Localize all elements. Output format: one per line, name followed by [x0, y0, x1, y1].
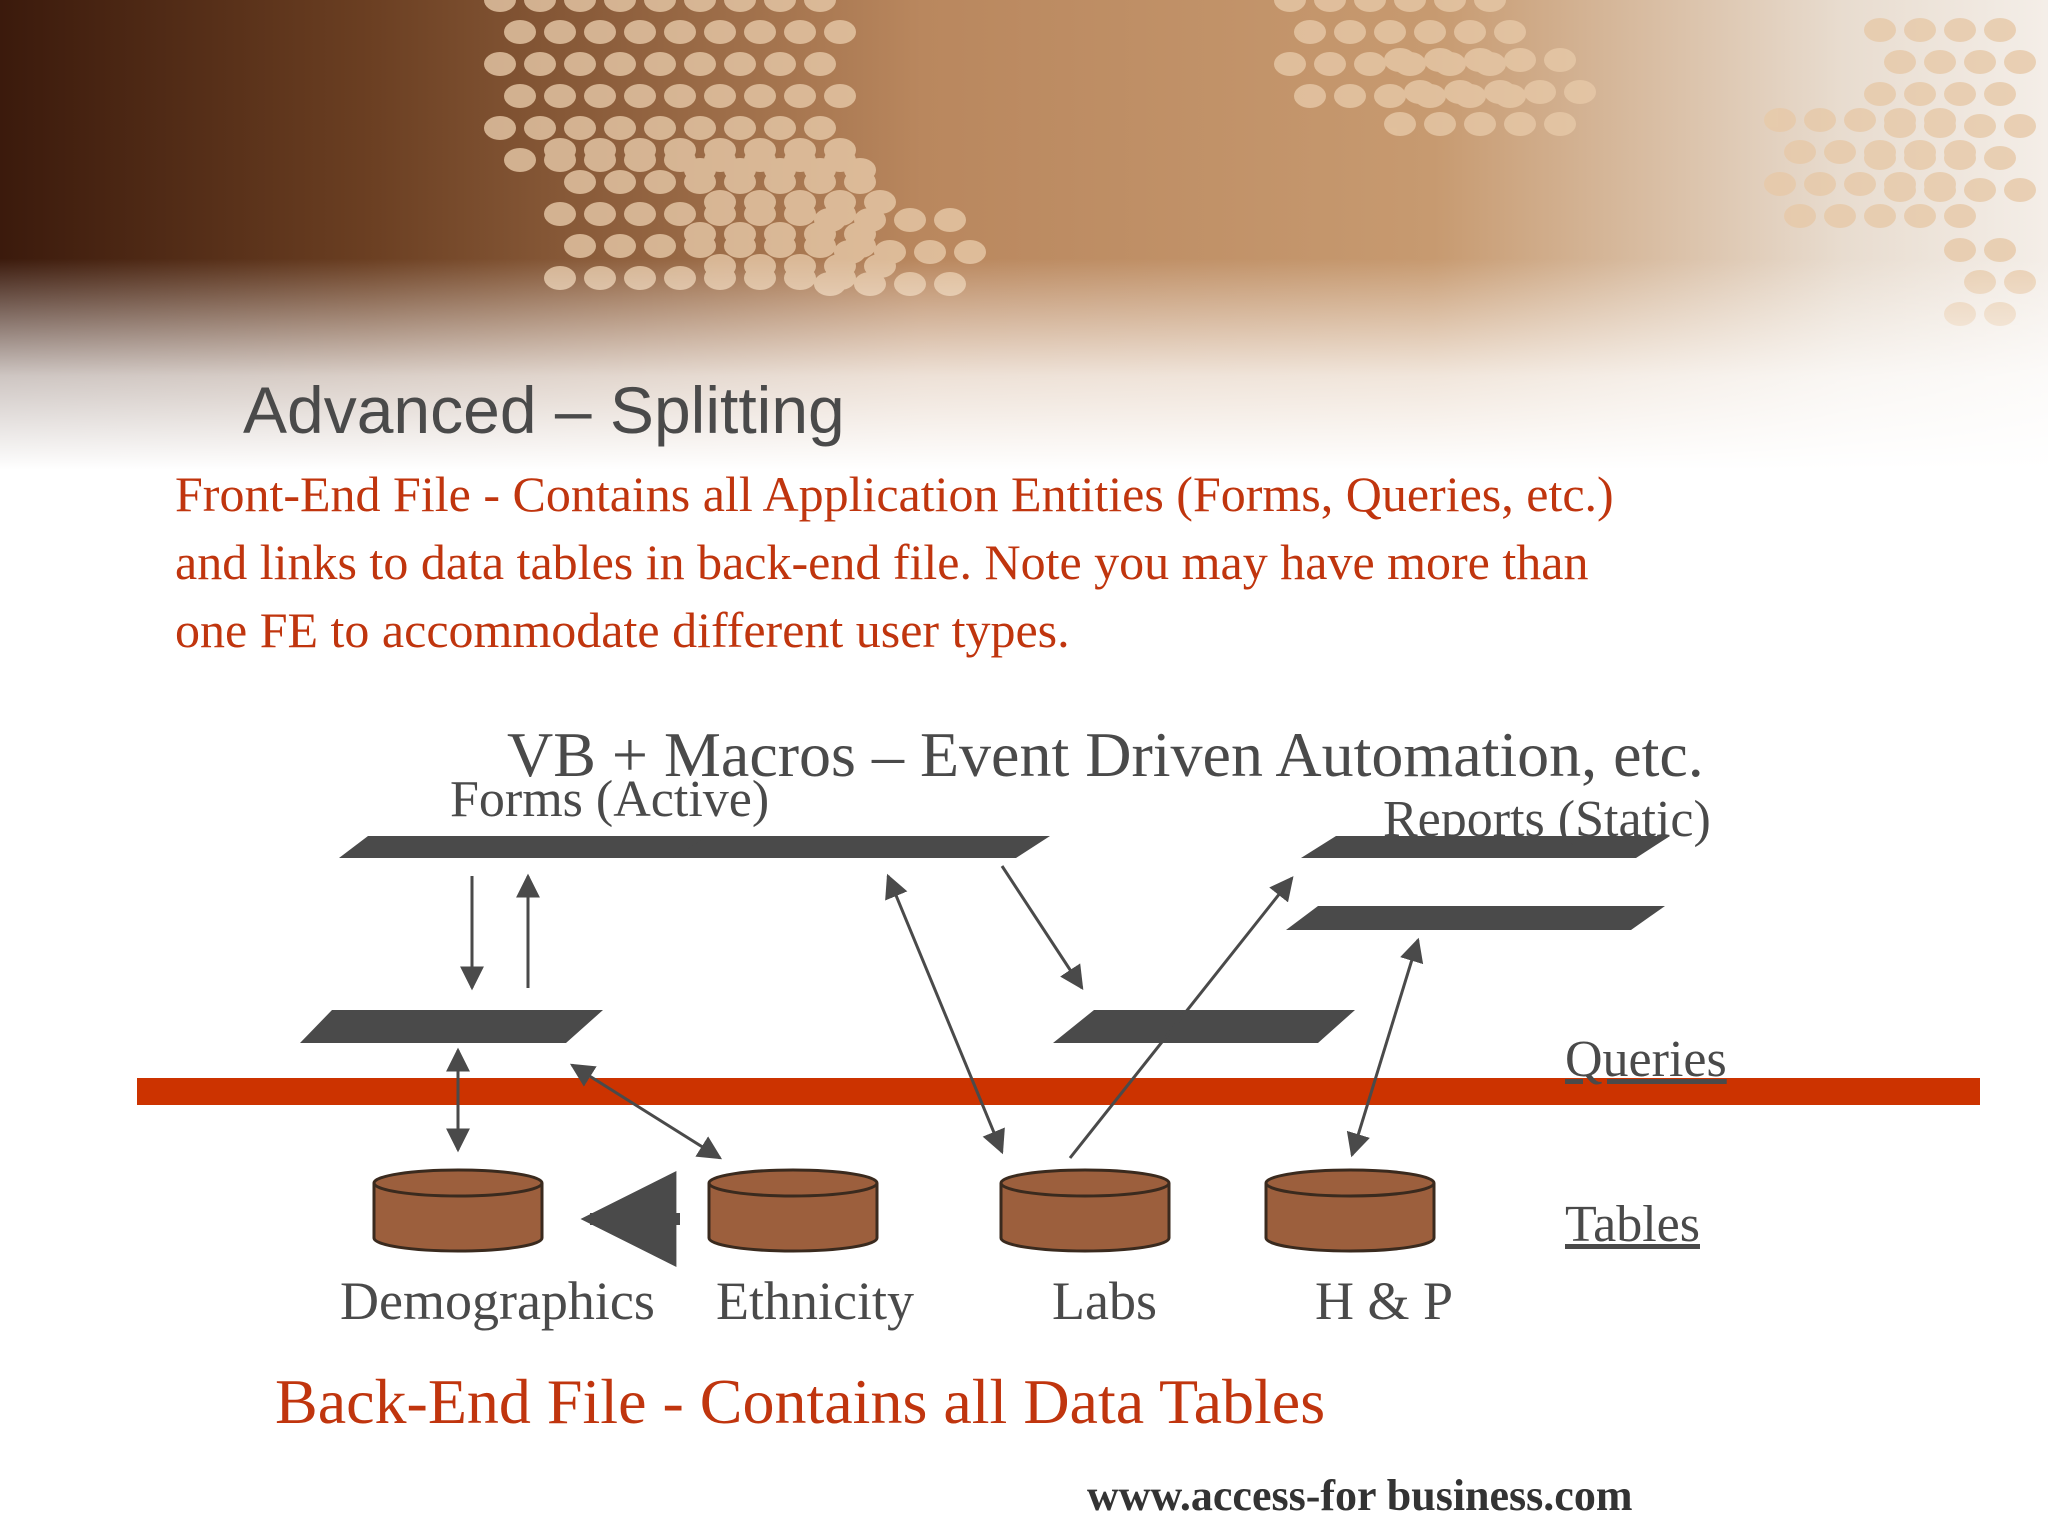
slide-title: Advanced – Splitting	[243, 373, 845, 447]
arrow-report-hp	[1346, 937, 1424, 1158]
table-name-demographics: Demographics	[340, 1271, 655, 1331]
forms-label: Forms (Active)	[450, 771, 770, 828]
table-cylinder-ethnicity	[707, 1168, 879, 1253]
table-cylinder-hp	[1264, 1168, 1436, 1253]
arrow-form-labs	[885, 873, 1005, 1155]
form-plane-2	[673, 836, 1050, 858]
automation-label: VB + Macros – Event Driven Automation, e…	[507, 719, 1704, 790]
front-end-line-1: Front-End File - Contains all Applicatio…	[175, 466, 1614, 522]
query-plane-2	[1053, 1010, 1355, 1043]
report-plane-1	[1301, 836, 1670, 858]
arrow-form-to-query-2	[1000, 865, 1084, 991]
table-name-hp: H & P	[1315, 1271, 1454, 1331]
header-banner	[0, 0, 2048, 470]
query-plane-1	[300, 1010, 603, 1043]
arrow-query-ethnicity	[569, 1063, 723, 1160]
front-end-line-3: one FE to accommodate different user typ…	[175, 602, 1070, 658]
report-plane-2	[1286, 906, 1665, 930]
form-plane-1	[339, 836, 718, 858]
queries-label: Queries	[1565, 1031, 1727, 1088]
tables-label: Tables	[1565, 1196, 1700, 1253]
back-end-description: Back-End File - Contains all Data Tables	[275, 1366, 1326, 1437]
table-name-ethnicity: Ethnicity	[716, 1271, 914, 1331]
front-end-description: Front-End File - Contains all Applicatio…	[175, 460, 1875, 664]
front-back-divider	[137, 1078, 1980, 1105]
table-cylinder-labs	[999, 1168, 1171, 1253]
front-end-line-2: and links to data tables in back-end fil…	[175, 534, 1589, 590]
table-name-labs: Labs	[1052, 1271, 1157, 1331]
reports-label: Reports (Static)	[1383, 791, 1711, 848]
table-cylinder-demographics	[372, 1168, 544, 1253]
website-footer: www.access-for business.com	[1087, 1471, 1633, 1520]
arrow-labs-to-report	[1068, 876, 1294, 1159]
